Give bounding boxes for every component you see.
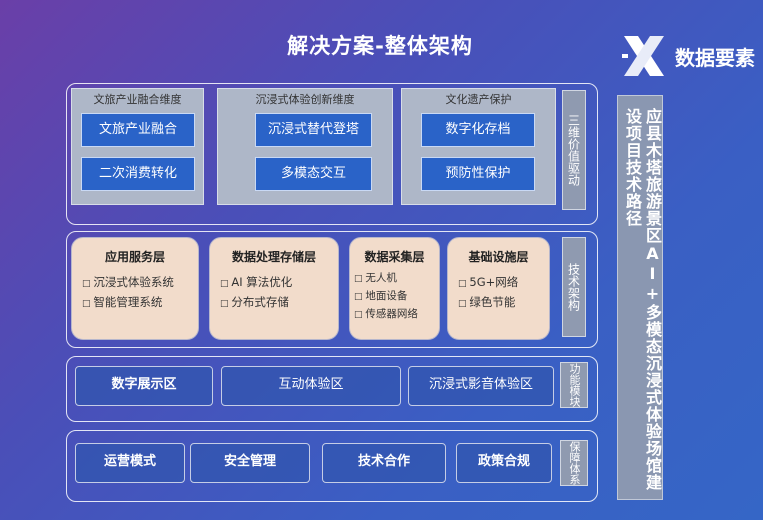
section1-tag: 三维价值驱动 xyxy=(562,90,586,210)
card-item: 地面设备 xyxy=(354,288,435,306)
card-item: 沉浸式体验系统 xyxy=(82,273,188,293)
preventive-protection-button[interactable]: 预防性保护 xyxy=(421,157,535,191)
project-tech-path-text: 应县木塔旅游景区AI+多模态沉浸式体验场馆建设项目技术路径 xyxy=(623,108,662,491)
digital-display-area-button[interactable]: 数字展示区 xyxy=(75,366,213,406)
immersive-tower-button[interactable]: 沉浸式替代登塔 xyxy=(255,113,372,147)
card-item: 无人机 xyxy=(354,270,435,288)
multimodal-interaction-button[interactable]: 多模态交互 xyxy=(255,157,372,191)
section4-tag: 保障体系 xyxy=(560,440,588,486)
tech-cooperation-button[interactable]: 技术合作 xyxy=(322,443,446,483)
data-storage-layer-card: 数据处理存储层 AI 算法优化 分布式存储 xyxy=(209,237,339,340)
section3-tag: 功能模块 xyxy=(560,362,588,408)
card-title: 数据采集层 xyxy=(364,250,425,264)
data-collection-layer-card: 数据采集层 无人机 地面设备 传感器网络 xyxy=(349,237,440,340)
card-item: 5G+网络 xyxy=(458,273,539,293)
page-title: 解决方案-整体架构 xyxy=(287,34,473,58)
card-title: 应用服务层 xyxy=(104,250,165,264)
group-label: 沉浸式体验创新维度 xyxy=(255,93,355,106)
guarantee-system-section xyxy=(66,430,598,502)
app-service-layer-card: 应用服务层 沉浸式体验系统 智能管理系统 xyxy=(71,237,199,340)
value-drive-section xyxy=(66,83,598,225)
x-logo-icon xyxy=(620,32,670,82)
group-label: 文化遗产保护 xyxy=(445,93,512,106)
operation-mode-button[interactable]: 运营模式 xyxy=(75,443,185,483)
logo-text: 数据要素 xyxy=(675,46,755,70)
function-module-section xyxy=(66,356,598,422)
security-management-button[interactable]: 安全管理 xyxy=(190,443,310,483)
group-label: 文旅产业融合维度 xyxy=(93,93,182,106)
brand-logo: 数据要素 xyxy=(620,32,760,82)
card-item: AI 算法优化 xyxy=(220,273,328,293)
infrastructure-layer-card: 基础设施层 5G+网络 绿色节能 xyxy=(447,237,550,340)
policy-compliance-button[interactable]: 政策合规 xyxy=(456,443,552,483)
secondary-consumption-button[interactable]: 二次消费转化 xyxy=(81,157,195,191)
digital-archive-button[interactable]: 数字化存档 xyxy=(421,113,535,147)
culture-tourism-fusion-button[interactable]: 文旅产业融合 xyxy=(81,113,195,147)
card-title: 数据处理存储层 xyxy=(231,250,316,264)
card-title: 基础设施层 xyxy=(468,250,529,264)
card-item: 绿色节能 xyxy=(458,293,539,313)
project-tech-path-bar: 应县木塔旅游景区AI+多模态沉浸式体验场馆建设项目技术路径 xyxy=(617,95,663,500)
interactive-experience-area-button[interactable]: 互动体验区 xyxy=(221,366,401,406)
section2-tag: 技术架构 xyxy=(562,237,586,337)
card-item: 分布式存储 xyxy=(220,293,328,313)
tech-architecture-section xyxy=(66,231,598,348)
immersive-audio-visual-area-button[interactable]: 沉浸式影音体验区 xyxy=(408,366,554,406)
card-item: 智能管理系统 xyxy=(82,293,188,313)
card-item: 传感器网络 xyxy=(354,306,435,324)
